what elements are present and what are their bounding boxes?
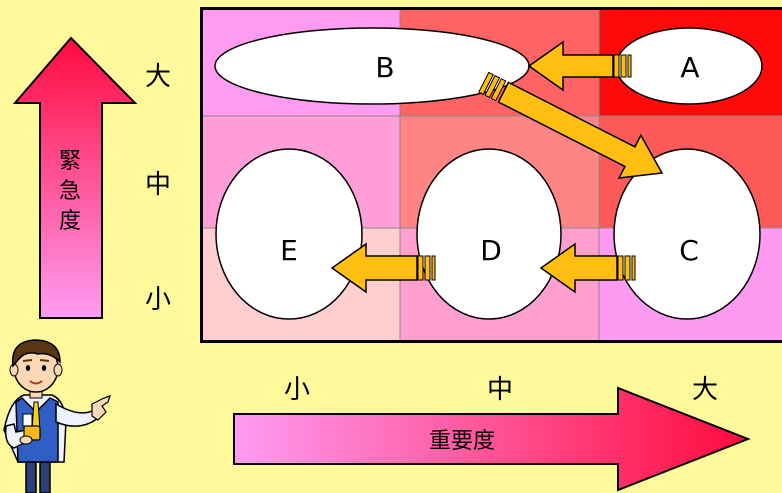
- importance-level-high: 大: [692, 375, 718, 405]
- urgency-axis-label-char-1: 緊: [59, 149, 81, 174]
- urgency-axis-label-char-3: 度: [59, 209, 81, 234]
- arrow-b-to-c: [478, 71, 664, 179]
- importance-level-mid: 中: [487, 375, 513, 405]
- importance-level-low: 小: [284, 375, 310, 405]
- node-a-label: A: [680, 51, 699, 84]
- node-c-label: C: [679, 234, 699, 267]
- urgency-level-high: 大: [145, 62, 171, 92]
- node-d-label: D: [480, 234, 502, 267]
- node-e: [215, 148, 363, 320]
- node-b-label: B: [375, 51, 394, 84]
- importance-axis-label: 重要度: [429, 429, 495, 454]
- node-c: [613, 148, 761, 320]
- node-e-label: E: [280, 234, 298, 267]
- urgency-axis-label-char-2: 急: [59, 179, 81, 204]
- urgency-axis-arrow: [12, 36, 138, 319]
- importance-axis-arrow: [233, 386, 751, 492]
- arrow-d-to-e: [330, 242, 436, 294]
- node-d: [416, 148, 562, 320]
- matrix-border: [200, 7, 782, 343]
- urgency-level-mid: 中: [145, 170, 171, 200]
- arrow-c-to-d: [539, 242, 636, 294]
- presenter-character-illustration: [3, 339, 111, 493]
- arrow-a-to-b: [527, 40, 632, 92]
- urgency-level-low: 小: [145, 285, 171, 315]
